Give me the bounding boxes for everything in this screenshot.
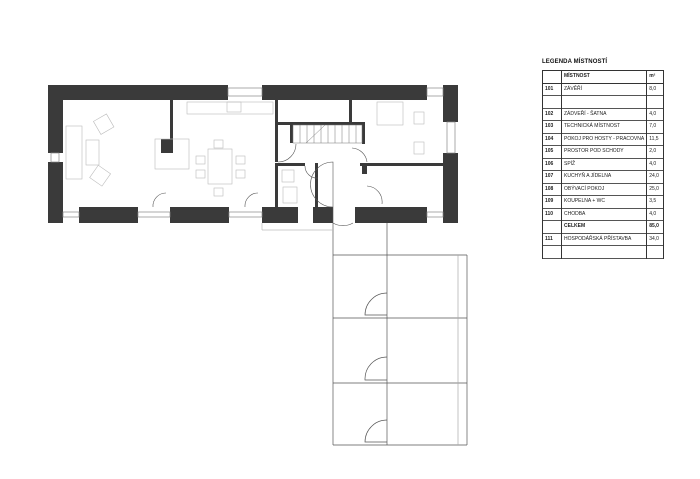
legend-cell-num xyxy=(542,245,562,258)
legend-cell-area: 4,0 xyxy=(646,208,665,221)
header-area: m² xyxy=(646,70,665,83)
legend-cell-num: 111 xyxy=(542,233,562,246)
legend-cell-area: 3,5 xyxy=(646,195,665,208)
legend-cell-num: 107 xyxy=(542,170,562,183)
legend-row xyxy=(542,95,665,108)
legend-cell-num: 105 xyxy=(542,145,562,158)
legend-cell-name: CELKEM xyxy=(560,220,648,233)
legend-cell-area xyxy=(646,95,665,108)
legend-cell-num: 104 xyxy=(542,133,562,146)
legend-cell-name: ZÁVĚŘÍ xyxy=(560,83,648,96)
header-num xyxy=(542,70,562,83)
legend-cell-area: 25,0 xyxy=(646,183,665,196)
legend-cell-area xyxy=(646,245,665,258)
legend-cell-name: KOUPELNA + WC xyxy=(560,195,648,208)
legend-cell-num: 106 xyxy=(542,158,562,171)
exterior-walls xyxy=(48,85,458,223)
legend-cell-name: OBÝVACÍ POKOJ xyxy=(560,183,648,196)
legend-cell-num: 101 xyxy=(542,83,562,96)
legend-cell-name: PROSTOR POD SCHODY xyxy=(560,145,648,158)
legend-cell-name xyxy=(560,245,648,258)
legend-cell-num: 108 xyxy=(542,183,562,196)
legend-cell-name: SPÍŽ xyxy=(560,158,648,171)
legend-cell-num: 102 xyxy=(542,108,562,121)
legend-cell-name: TECHNICKÁ MÍSTNOST xyxy=(560,120,648,133)
legend-cell-name: ZÁDVEŘÍ - ŠATNA xyxy=(560,108,648,121)
legend-cell-area: 7,0 xyxy=(646,120,665,133)
legend-cell-area: 4,0 xyxy=(646,158,665,171)
legend-cell-name: CHODBA xyxy=(560,208,648,221)
legend-cell-name: POKOJ PRO HOSTY - PRACOVNA xyxy=(560,133,648,146)
legend-title: LEGENDA MÍSTNOSTÍ xyxy=(542,59,608,65)
legend-cell-num xyxy=(542,95,562,108)
legend-cell-area: 8,0 xyxy=(646,83,665,96)
legend-cell-area: 24,0 xyxy=(646,170,665,183)
legend-cell-num: 110 xyxy=(542,208,562,221)
legend-cell-num: 109 xyxy=(542,195,562,208)
legend-cell-area: 34,0 xyxy=(646,233,665,246)
legend-cell-name xyxy=(560,95,648,108)
legend-cell-area: 11,5 xyxy=(646,133,665,146)
legend-cell-num xyxy=(542,220,562,233)
legend-cell-area: 4,0 xyxy=(646,108,665,121)
legend-cell-name: HOSPODÁŘSKÁ PŘÍSTAVBA xyxy=(560,233,648,246)
legend-cell-name: KUCHYŇ A JÍDELNA xyxy=(560,170,648,183)
stairs xyxy=(292,124,363,144)
legend-header-row: MÍSTNOST m² xyxy=(542,70,665,83)
interior-walls xyxy=(161,100,443,207)
legend-cell-area: 2,0 xyxy=(646,145,665,158)
furniture xyxy=(65,101,425,204)
windows xyxy=(50,87,456,218)
legend-cell-num: 103 xyxy=(542,120,562,133)
outbuilding xyxy=(261,223,468,446)
doors xyxy=(152,143,383,226)
legend-row xyxy=(542,245,665,258)
header-name: MÍSTNOST xyxy=(560,70,648,83)
legend-cell-area: 85,0 xyxy=(646,220,665,233)
